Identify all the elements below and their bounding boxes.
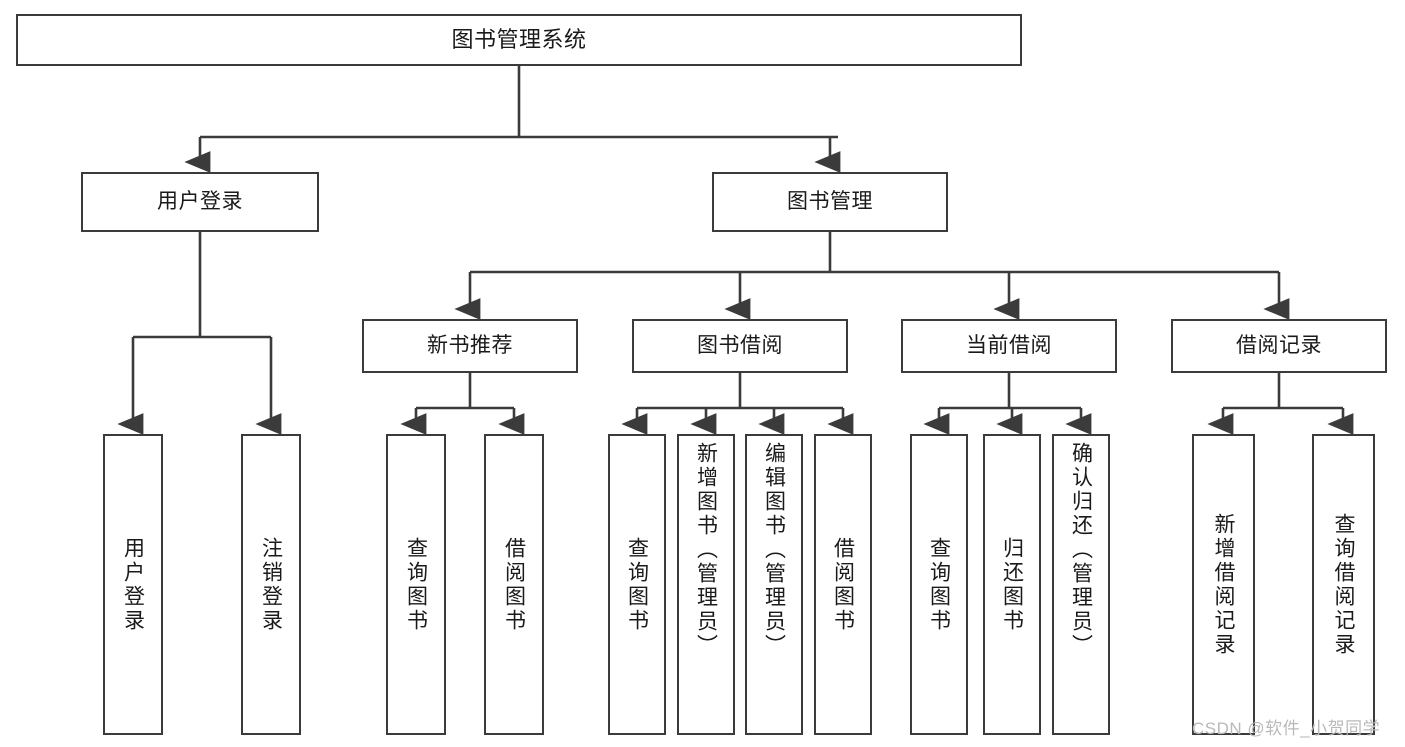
node-leaf-return-book[interactable]: 归还图书 (983, 434, 1041, 735)
csdn-watermark: CSDN @软件_小贺同学 (1192, 719, 1381, 738)
node-book-manage[interactable]: 图书管理 (712, 172, 948, 232)
node-leaf-borrow-book-1[interactable]: 借阅图书 (484, 434, 544, 735)
node-leaf-borrow-book-2-label: 借阅图书 (831, 536, 855, 633)
node-leaf-logout-login[interactable]: 注销登录 (241, 434, 301, 735)
node-user-login-label: 用户登录 (157, 189, 243, 213)
node-borrow-record-label: 借阅记录 (1236, 333, 1322, 357)
node-leaf-logout-login-label: 注销登录 (259, 536, 283, 633)
node-leaf-return-book-label: 归还图书 (1000, 536, 1024, 633)
node-borrow-record[interactable]: 借阅记录 (1171, 319, 1387, 373)
node-book-borrow[interactable]: 图书借阅 (632, 319, 848, 373)
node-leaf-user-login[interactable]: 用户登录 (103, 434, 163, 735)
node-leaf-borrow-book-2[interactable]: 借阅图书 (814, 434, 872, 735)
node-book-manage-label: 图书管理 (787, 189, 873, 213)
node-leaf-edit-book[interactable]: 编辑图书（管理员） (745, 434, 803, 735)
node-leaf-query-book-2[interactable]: 查询图书 (608, 434, 666, 735)
node-leaf-user-login-label: 用户登录 (121, 536, 145, 633)
node-leaf-query-borrow-record[interactable]: 查询借阅记录 (1312, 434, 1375, 735)
node-leaf-query-book-1-label: 查询图书 (404, 536, 428, 633)
node-leaf-query-book-1[interactable]: 查询图书 (386, 434, 446, 735)
node-current-borrow-label: 当前借阅 (966, 333, 1052, 357)
node-leaf-add-borrow-record-label: 新增借阅记录 (1212, 512, 1235, 657)
node-book-borrow-label: 图书借阅 (697, 333, 783, 357)
node-leaf-confirm-return[interactable]: 确认归还（管理员） (1052, 434, 1110, 735)
node-user-login[interactable]: 用户登录 (81, 172, 319, 232)
node-leaf-confirm-return-label: 确认归还（管理员） (1069, 442, 1093, 658)
node-leaf-query-book-2-label: 查询图书 (625, 536, 649, 633)
node-current-borrow[interactable]: 当前借阅 (901, 319, 1117, 373)
node-new-book-recommend-label: 新书推荐 (427, 333, 513, 357)
node-leaf-add-borrow-record[interactable]: 新增借阅记录 (1192, 434, 1255, 735)
node-new-book-recommend[interactable]: 新书推荐 (362, 319, 578, 373)
node-leaf-query-book-3[interactable]: 查询图书 (910, 434, 968, 735)
node-leaf-add-book[interactable]: 新增图书（管理员） (677, 434, 735, 735)
node-leaf-edit-book-label: 编辑图书（管理员） (762, 442, 786, 658)
node-leaf-add-book-label: 新增图书（管理员） (694, 442, 718, 658)
node-root-label: 图书管理系统 (451, 27, 587, 53)
node-root[interactable]: 图书管理系统 (16, 14, 1022, 66)
node-leaf-query-book-3-label: 查询图书 (927, 536, 951, 633)
node-leaf-query-borrow-record-label: 查询借阅记录 (1332, 512, 1355, 657)
node-leaf-borrow-book-1-label: 借阅图书 (502, 536, 526, 633)
